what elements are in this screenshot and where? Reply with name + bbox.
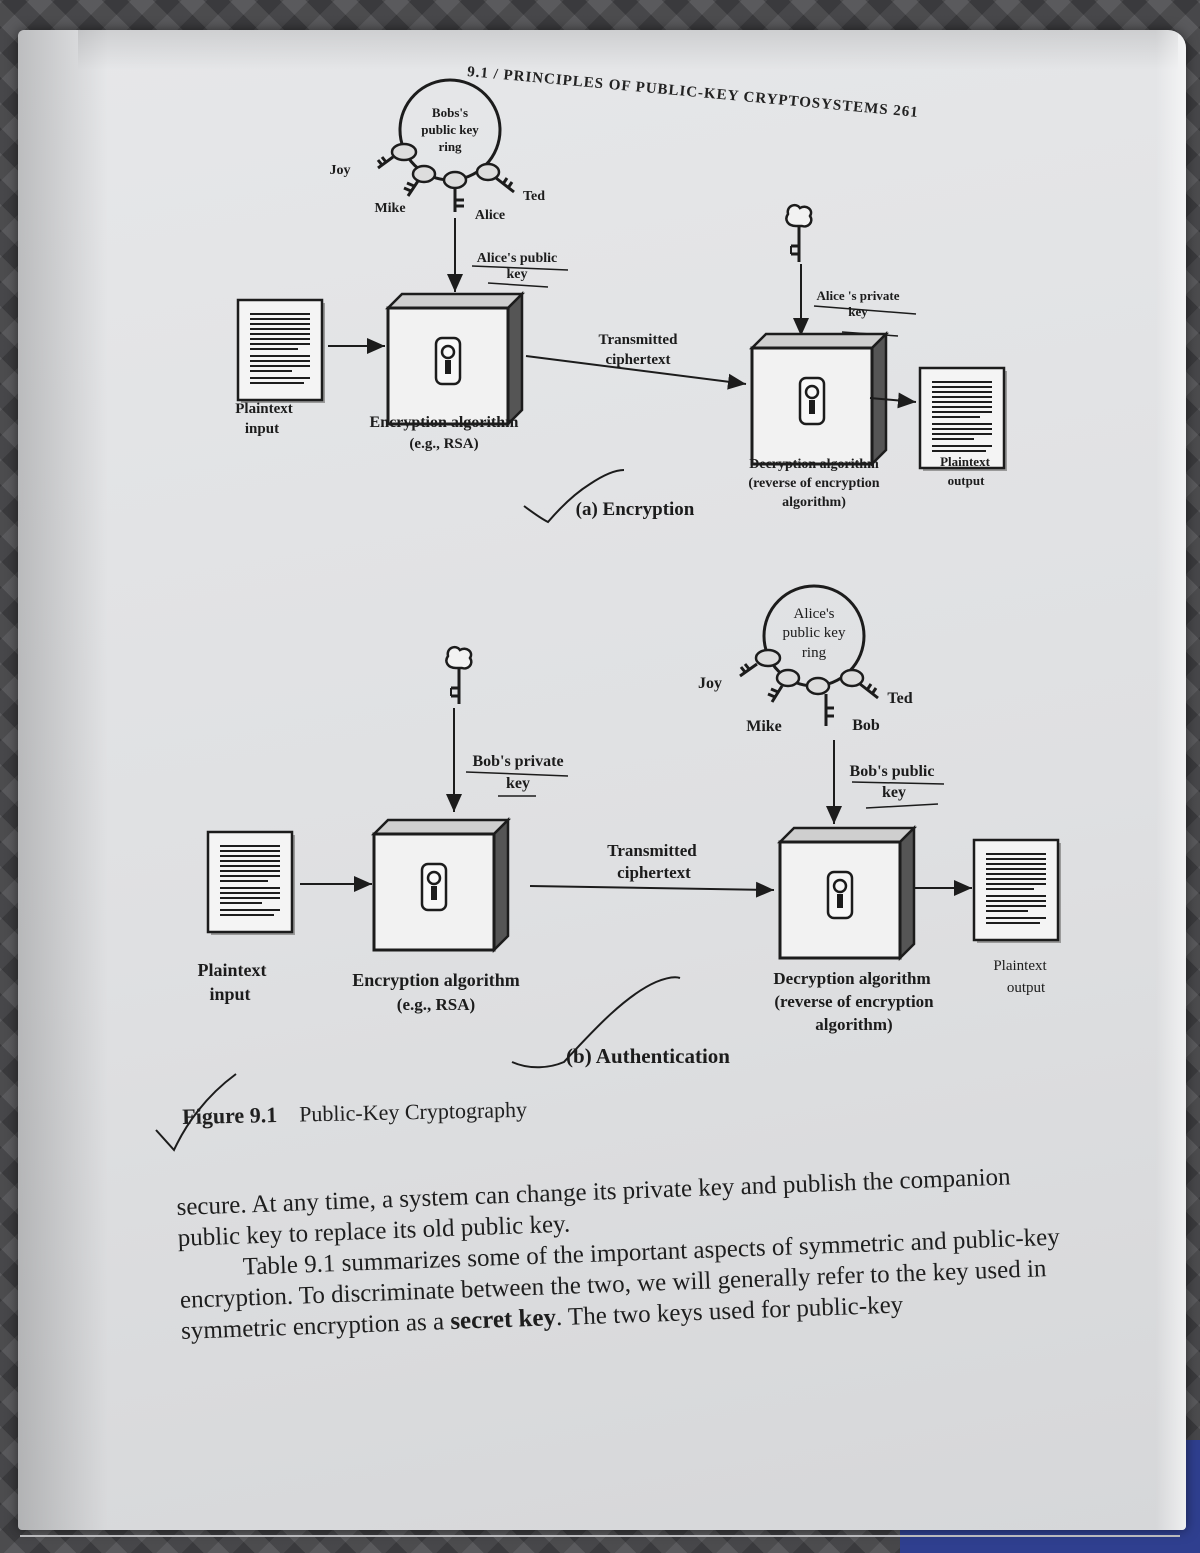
encryption-label-b-line1: Encryption algorithm bbox=[352, 970, 520, 990]
decryption-label-line3: algorithm) bbox=[782, 495, 846, 510]
public-key-label-line1: Alice's public bbox=[477, 251, 558, 266]
plaintext-input-document-icon bbox=[236, 298, 327, 405]
ring-name-joy: Joy bbox=[698, 675, 722, 692]
ciphertext-arrow-b bbox=[529, 881, 775, 898]
private-key-label-line2: key bbox=[848, 304, 868, 319]
transmitted-label-line1: Transmitted bbox=[599, 332, 679, 348]
encryption-safe-icon bbox=[372, 818, 510, 952]
transmitted-label-b-line1: Transmitted bbox=[607, 841, 697, 860]
ring-key-joy-icon bbox=[739, 648, 782, 678]
encryption-label-b-line2: (e.g., RSA) bbox=[397, 995, 475, 1014]
ring-key-ted-icon bbox=[839, 668, 879, 700]
handwritten-underline bbox=[471, 265, 569, 288]
decryption-label-line2: (reverse of encryption bbox=[748, 476, 879, 491]
term-secret-key: secret key bbox=[449, 1304, 557, 1336]
ring-b-label-line3: ring bbox=[802, 645, 827, 661]
private-key-label-b-line1: Bob's private bbox=[472, 753, 563, 770]
ciphertext-arrow-a bbox=[525, 355, 747, 390]
handwritten-check-mark bbox=[511, 976, 681, 1069]
key-ring-a: Bobs's public key ring Joy Mike Alice Te… bbox=[330, 78, 545, 223]
public-key-label-b-line2: key bbox=[882, 784, 906, 801]
plaintext-input-label-line1: Plaintext bbox=[235, 401, 293, 417]
decryption-label-b-line3: algorithm) bbox=[815, 1015, 892, 1034]
encryption-safe-icon bbox=[386, 292, 524, 426]
ring-name-alice: Alice bbox=[475, 208, 505, 223]
ring-name-ted: Ted bbox=[887, 690, 912, 707]
page-top-shadow bbox=[78, 30, 1178, 70]
bob-private-key-icon bbox=[444, 645, 473, 706]
ring-b-label-line1: Alice's bbox=[793, 606, 834, 622]
ring-key-joy-icon bbox=[376, 142, 418, 170]
encryption-label-line1: Encryption algorithm bbox=[370, 414, 520, 431]
plaintext-input-document-icon bbox=[206, 830, 297, 937]
key-ring-b: Alice's public key ring Joy Mike Bob Ted bbox=[698, 584, 913, 735]
alice-private-key-icon bbox=[784, 203, 813, 264]
output-arrow-a bbox=[869, 392, 917, 409]
transmitted-label-line2: ciphertext bbox=[606, 352, 671, 368]
decryption-label-b-line1: Decryption algorithm bbox=[773, 969, 930, 988]
plaintext-input-label-b-line2: input bbox=[209, 984, 250, 1004]
diagram-b-authentication: Bob's private key Plaintext input Encryp… bbox=[155, 584, 1063, 1152]
handwritten-check-mark bbox=[155, 1073, 237, 1152]
ring-key-alice-icon bbox=[442, 170, 468, 212]
ring-b-label-line2: public key bbox=[783, 625, 846, 641]
ring-name-mike: Mike bbox=[746, 718, 782, 735]
public-key-label-line2: key bbox=[507, 267, 528, 282]
ring-key-mike-icon bbox=[767, 668, 801, 703]
page-gutter-shadow bbox=[18, 30, 108, 1530]
ring-key-mike-icon bbox=[403, 164, 437, 197]
handwritten-underline bbox=[813, 305, 917, 337]
plaintext-output-label-line1: Plaintext bbox=[940, 454, 990, 469]
decryption-label-b-line2: (reverse of encryption bbox=[774, 992, 934, 1011]
figure-title: Public-Key Cryptography bbox=[298, 1096, 528, 1127]
handwritten-underline bbox=[851, 781, 945, 809]
encryption-label-line2: (e.g., RSA) bbox=[409, 436, 478, 452]
decryption-label-line1: Decryption algorithm bbox=[749, 457, 879, 472]
ring-key-ted-icon bbox=[475, 162, 515, 194]
ring-label-line1: Bobs's bbox=[432, 105, 468, 120]
plaintext-input-label-b-line1: Plaintext bbox=[198, 960, 267, 980]
public-key-label-b-line1: Bob's public bbox=[850, 763, 935, 780]
ring-name-ted: Ted bbox=[523, 189, 545, 204]
page-bottom-edge bbox=[20, 1535, 1180, 1537]
private-key-label-line1: Alice 's private bbox=[816, 288, 899, 303]
ring-name-bob: Bob bbox=[852, 717, 880, 734]
plaintext-output-label-line2: output bbox=[948, 473, 986, 488]
plaintext-input-label-line2: input bbox=[245, 421, 279, 437]
plaintext-output-document-icon bbox=[972, 838, 1063, 945]
decryption-safe-icon bbox=[750, 332, 888, 466]
subfigure-caption-b: (b) Authentication bbox=[566, 1044, 730, 1068]
ring-name-joy: Joy bbox=[330, 163, 351, 178]
plaintext-output-label-b-line2: output bbox=[1007, 980, 1046, 996]
private-key-label-b-line2: key bbox=[506, 775, 530, 792]
ring-label-line3: ring bbox=[438, 139, 462, 154]
ring-label-line2: public key bbox=[421, 122, 479, 137]
handwritten-underline bbox=[465, 771, 569, 797]
ring-name-mike: Mike bbox=[374, 201, 405, 216]
transmitted-label-b-line2: ciphertext bbox=[617, 863, 691, 882]
book-page bbox=[18, 30, 1186, 1530]
subfigure-caption-a: (a) Encryption bbox=[576, 499, 695, 520]
ring-key-bob-icon bbox=[805, 676, 834, 726]
diagram-a-encryption: Bobs's public key ring Joy Mike Alice Te… bbox=[235, 78, 1009, 524]
plaintext-output-label-b-line1: Plaintext bbox=[993, 958, 1047, 974]
page-edge bbox=[1156, 30, 1186, 1530]
decryption-safe-icon bbox=[778, 826, 916, 960]
figure-number: Figure 9.1 bbox=[182, 1102, 278, 1129]
handwritten-check-mark bbox=[523, 469, 625, 524]
